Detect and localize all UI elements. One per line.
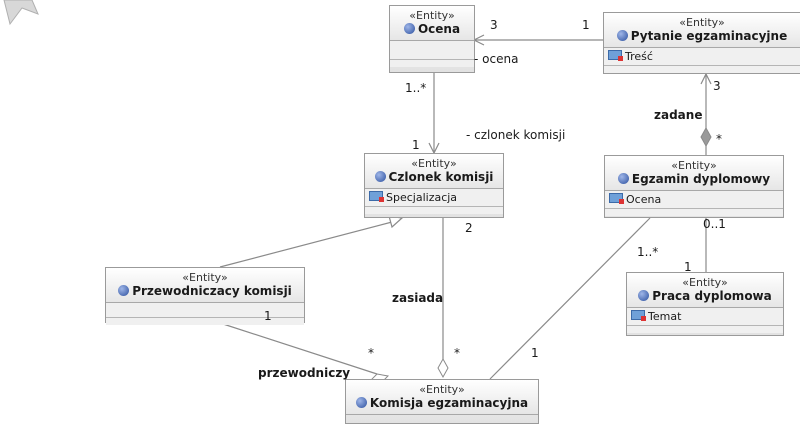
entity-name: Komisja egzaminacyjna [369, 396, 529, 410]
stereotype-label: «Entity» [182, 271, 228, 284]
composition-diamond [700, 126, 712, 148]
association-name: zadane [654, 108, 703, 122]
operations-compartment [106, 318, 304, 325]
role-label: - ocena [474, 52, 519, 66]
aggregation-diamond-zasiada [437, 357, 449, 379]
entity-icon [617, 173, 629, 184]
entity-name: Czlonek komisji [388, 170, 494, 184]
multiplicity-label: * [454, 346, 460, 360]
stereotype-label: «Entity» [671, 159, 717, 172]
multiplicity-label: 0..1 [703, 217, 726, 231]
entity-komisja-egzaminacyjna[interactable]: «Entity» Komisja egzaminacyjna [345, 379, 539, 424]
entity-icon [403, 23, 415, 34]
entity-name: Egzamin dyplomowy [631, 172, 771, 186]
operations-compartment [365, 207, 503, 214]
operations-compartment [390, 60, 474, 67]
entity-name: Praca dyplomowa [652, 289, 772, 303]
multiplicity-label: 1 [531, 346, 539, 360]
entity-icon [355, 397, 367, 408]
multiplicity-label: 1..* [637, 245, 659, 259]
association-name: zasiada [392, 291, 444, 305]
multiplicity-label: 1 [684, 260, 692, 274]
multiplicity-label: 2 [465, 221, 473, 235]
stereotype-label: «Entity» [419, 383, 465, 396]
entity-przewodniczacy-komisji[interactable]: «Entity» Przewodniczacy komisji [105, 267, 305, 325]
attribute[interactable]: Temat [631, 310, 779, 323]
attributes-compartment: Specjalizacja [365, 189, 503, 207]
stereotype-label: «Entity» [411, 157, 457, 170]
entity-czlonek-komisji[interactable]: «Entity» Czlonek komisji Specjalizacja [364, 153, 504, 218]
attribute-icon [369, 191, 384, 202]
attributes-compartment [390, 41, 474, 60]
attribute[interactable]: Treść [608, 50, 796, 63]
multiplicity-label: 3 [490, 18, 498, 32]
entity-name: Przewodniczacy komisji [132, 284, 292, 298]
entity-pytanie-egzaminacyjne[interactable]: «Entity» Pytanie egzaminacyjne Treść [603, 12, 800, 74]
operations-compartment [604, 66, 800, 73]
entity-icon [118, 285, 130, 296]
entity-name: Pytanie egzaminacyjne [630, 29, 788, 43]
attribute-icon [609, 193, 624, 204]
entity-ocena[interactable]: «Entity» Ocena [389, 5, 475, 73]
entity-name: Ocena [417, 22, 461, 36]
attribute-icon [631, 310, 646, 321]
stereotype-label: «Entity» [409, 9, 455, 22]
role-label: - czlonek komisji [466, 128, 566, 142]
operations-compartment [627, 326, 783, 333]
entity-icon [374, 171, 386, 182]
operations-compartment [605, 209, 783, 216]
generalization-line [219, 221, 393, 268]
multiplicity-label: * [716, 132, 722, 146]
entity-praca-dyplomowa[interactable]: «Entity» Praca dyplomowa Temat [626, 272, 784, 336]
multiplicity-label: 1 [582, 18, 590, 32]
arrow-to-pytanie [700, 72, 712, 85]
entity-egzamin-dyplomowy[interactable]: «Entity» Egzamin dyplomowy Ocena [604, 155, 784, 218]
assoc-przew-komisja [219, 322, 378, 375]
stereotype-label: «Entity» [682, 276, 728, 289]
association-name: przewodniczy [258, 366, 351, 380]
entity-icon [616, 30, 628, 41]
attributes-compartment: Treść [604, 48, 800, 66]
multiplicity-label: 3 [713, 79, 721, 93]
entity-icon [638, 290, 650, 301]
attribute-icon [608, 50, 623, 61]
stereotype-label: «Entity» [679, 16, 725, 29]
assoc-egzamin-komisja [489, 217, 651, 380]
attribute[interactable]: Specjalizacja [369, 191, 499, 204]
attributes-compartment: Temat [627, 308, 783, 326]
attribute[interactable]: Ocena [609, 193, 779, 206]
corner-decoration [3, 0, 39, 26]
multiplicity-label: 1 [412, 138, 420, 152]
attributes-compartment: Ocena [605, 191, 783, 209]
multiplicity-label: 1 [264, 309, 272, 323]
multiplicity-label: 1..* [405, 81, 427, 95]
multiplicity-label: * [368, 346, 374, 360]
attributes-compartment [106, 303, 304, 318]
